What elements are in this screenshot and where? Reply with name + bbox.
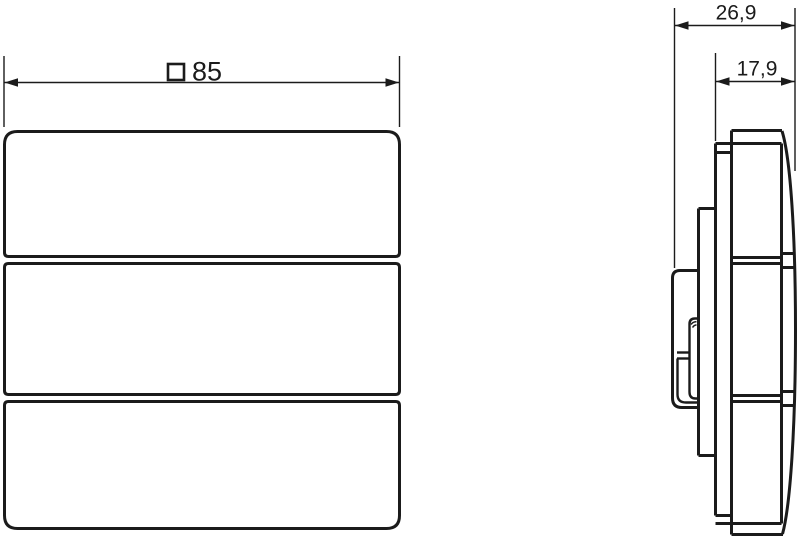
clamp-cylinder-contour-line: [691, 324, 697, 328]
front-view: 85: [3, 56, 401, 530]
total-depth-dimension-value: 26,9: [716, 2, 757, 25]
rocker-bottom-button: [3, 400, 401, 530]
flush-insert-outline: [671, 269, 699, 409]
width-dimension-value: 85: [192, 57, 222, 87]
dimension-arrow-left-icon: [4, 78, 18, 87]
dimension-arrow-left-icon: [675, 21, 689, 30]
dimension-arrow-left-icon: [716, 77, 730, 86]
front-width-dimension: 85: [3, 56, 401, 127]
rocker-top-button: [3, 130, 401, 258]
front-bulge-curve: [780, 130, 797, 535]
clamp-lower-outline: [676, 358, 699, 404]
square-dimension-symbol-icon: [166, 62, 186, 82]
front-depth-dimension-value: 17,9: [737, 58, 778, 81]
rocker-middle-button: [3, 262, 401, 396]
side-profile: [671, 129, 797, 536]
total-depth-dimension: 26,9: [673, 2, 796, 268]
dimension-arrow-right-icon: [385, 78, 399, 87]
front-depth-dimension: 17,9: [714, 53, 795, 141]
dimension-arrow-right-icon: [781, 21, 795, 30]
dimension-arrow-right-icon: [781, 77, 795, 86]
side-view: 26,9 17,9: [671, 2, 797, 536]
clamp-cylinder-contour-line: [690, 320, 697, 325]
